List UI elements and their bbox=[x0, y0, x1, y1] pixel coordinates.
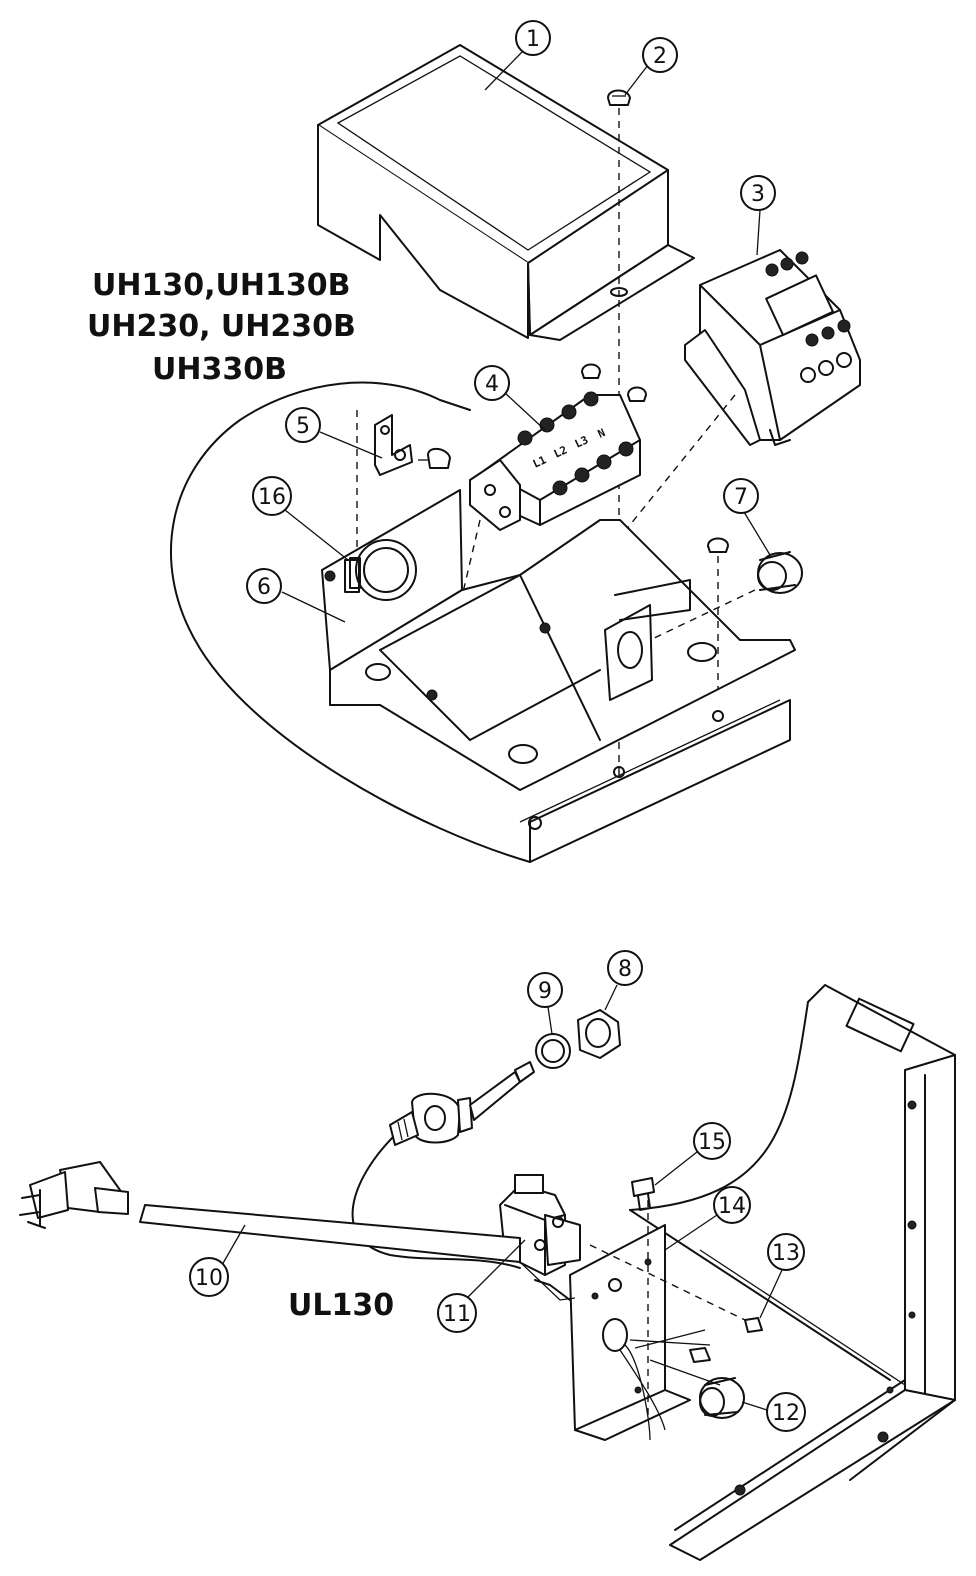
screw-top bbox=[607, 89, 631, 106]
terminal-marking-n: N bbox=[596, 426, 607, 441]
callout-number-11: 11 bbox=[443, 1302, 471, 1327]
screw-15 bbox=[631, 1177, 655, 1211]
callout-bubble-8 bbox=[607, 950, 643, 986]
callout-number-15: 15 bbox=[698, 1130, 726, 1155]
model-labels: UH130,UH130B UH230, UH230B UH330B UL130 bbox=[87, 268, 394, 1323]
mounting-bracket bbox=[321, 489, 796, 791]
thermostat bbox=[499, 1174, 581, 1301]
model-label-ul130: UL130 bbox=[288, 1288, 394, 1323]
o-ring bbox=[535, 1033, 571, 1069]
power-cord bbox=[19, 1161, 521, 1263]
callout-number-1: 1 bbox=[526, 27, 540, 52]
callout-number-13: 13 bbox=[772, 1241, 800, 1266]
terminal-marking-l2: L2 bbox=[552, 443, 570, 460]
callout-number-3: 3 bbox=[751, 182, 765, 207]
callout-bubble-3 bbox=[740, 175, 776, 211]
cover-box bbox=[317, 44, 695, 341]
callout-number-6: 6 bbox=[257, 575, 271, 600]
callout-bubble-5 bbox=[285, 407, 321, 443]
lock-nut bbox=[577, 1009, 621, 1059]
model-label-uh230: UH230, UH230B bbox=[87, 309, 356, 344]
callout-bubble-15 bbox=[693, 1122, 731, 1160]
sensor-fitting bbox=[389, 1061, 535, 1146]
callout-bubble-16 bbox=[252, 476, 292, 516]
callout-number-10: 10 bbox=[195, 1266, 223, 1291]
terminal-marking-l3: L3 bbox=[573, 433, 591, 450]
callout-bubble-4 bbox=[474, 365, 510, 401]
callout-number-4: 4 bbox=[485, 372, 499, 397]
callout-bubble-11 bbox=[437, 1293, 477, 1333]
callout-bubble-2 bbox=[642, 37, 678, 73]
callout-number-7: 7 bbox=[734, 485, 748, 510]
small-label-plate bbox=[344, 559, 360, 593]
callouts: 1 2 3 4 5 16 6 7 8 9 bbox=[189, 20, 806, 1432]
lower-assembly bbox=[19, 984, 956, 1561]
terminal-marking-l1: L1 bbox=[531, 453, 549, 471]
contactor bbox=[684, 249, 861, 446]
callout-bubble-10 bbox=[189, 1257, 229, 1297]
screw-right bbox=[707, 537, 729, 553]
callout-number-14: 14 bbox=[718, 1194, 746, 1219]
callout-bubble-12 bbox=[766, 1392, 806, 1432]
terminal-block: L1 L2 L3 N bbox=[469, 391, 641, 531]
model-label-uh330b: UH330B bbox=[152, 352, 287, 387]
ground-lug bbox=[374, 414, 451, 476]
callout-number-12: 12 bbox=[772, 1401, 800, 1426]
callout-number-8: 8 bbox=[618, 957, 632, 982]
callout-bubble-7 bbox=[723, 478, 759, 514]
callout-bubble-6 bbox=[246, 568, 282, 604]
cable-connector bbox=[699, 1377, 745, 1419]
callout-number-9: 9 bbox=[538, 979, 552, 1004]
terminal-screws bbox=[581, 363, 647, 402]
callout-bubble-1 bbox=[515, 20, 551, 56]
frame bbox=[629, 984, 956, 1561]
callout-bubble-14 bbox=[713, 1186, 751, 1224]
callout-number-16: 16 bbox=[258, 485, 286, 510]
bushing bbox=[757, 551, 803, 594]
callout-bubble-9 bbox=[527, 972, 563, 1008]
housing-outline bbox=[169, 381, 531, 863]
mounting-plate bbox=[569, 1224, 691, 1441]
callout-number-5: 5 bbox=[296, 414, 310, 439]
callout-number-2: 2 bbox=[653, 44, 667, 69]
upper-assembly: L1 L2 L3 N bbox=[169, 44, 861, 863]
callout-bubble-13 bbox=[767, 1233, 805, 1271]
screw-13 bbox=[744, 1317, 763, 1333]
model-label-uh130: UH130,UH130B bbox=[92, 268, 350, 303]
